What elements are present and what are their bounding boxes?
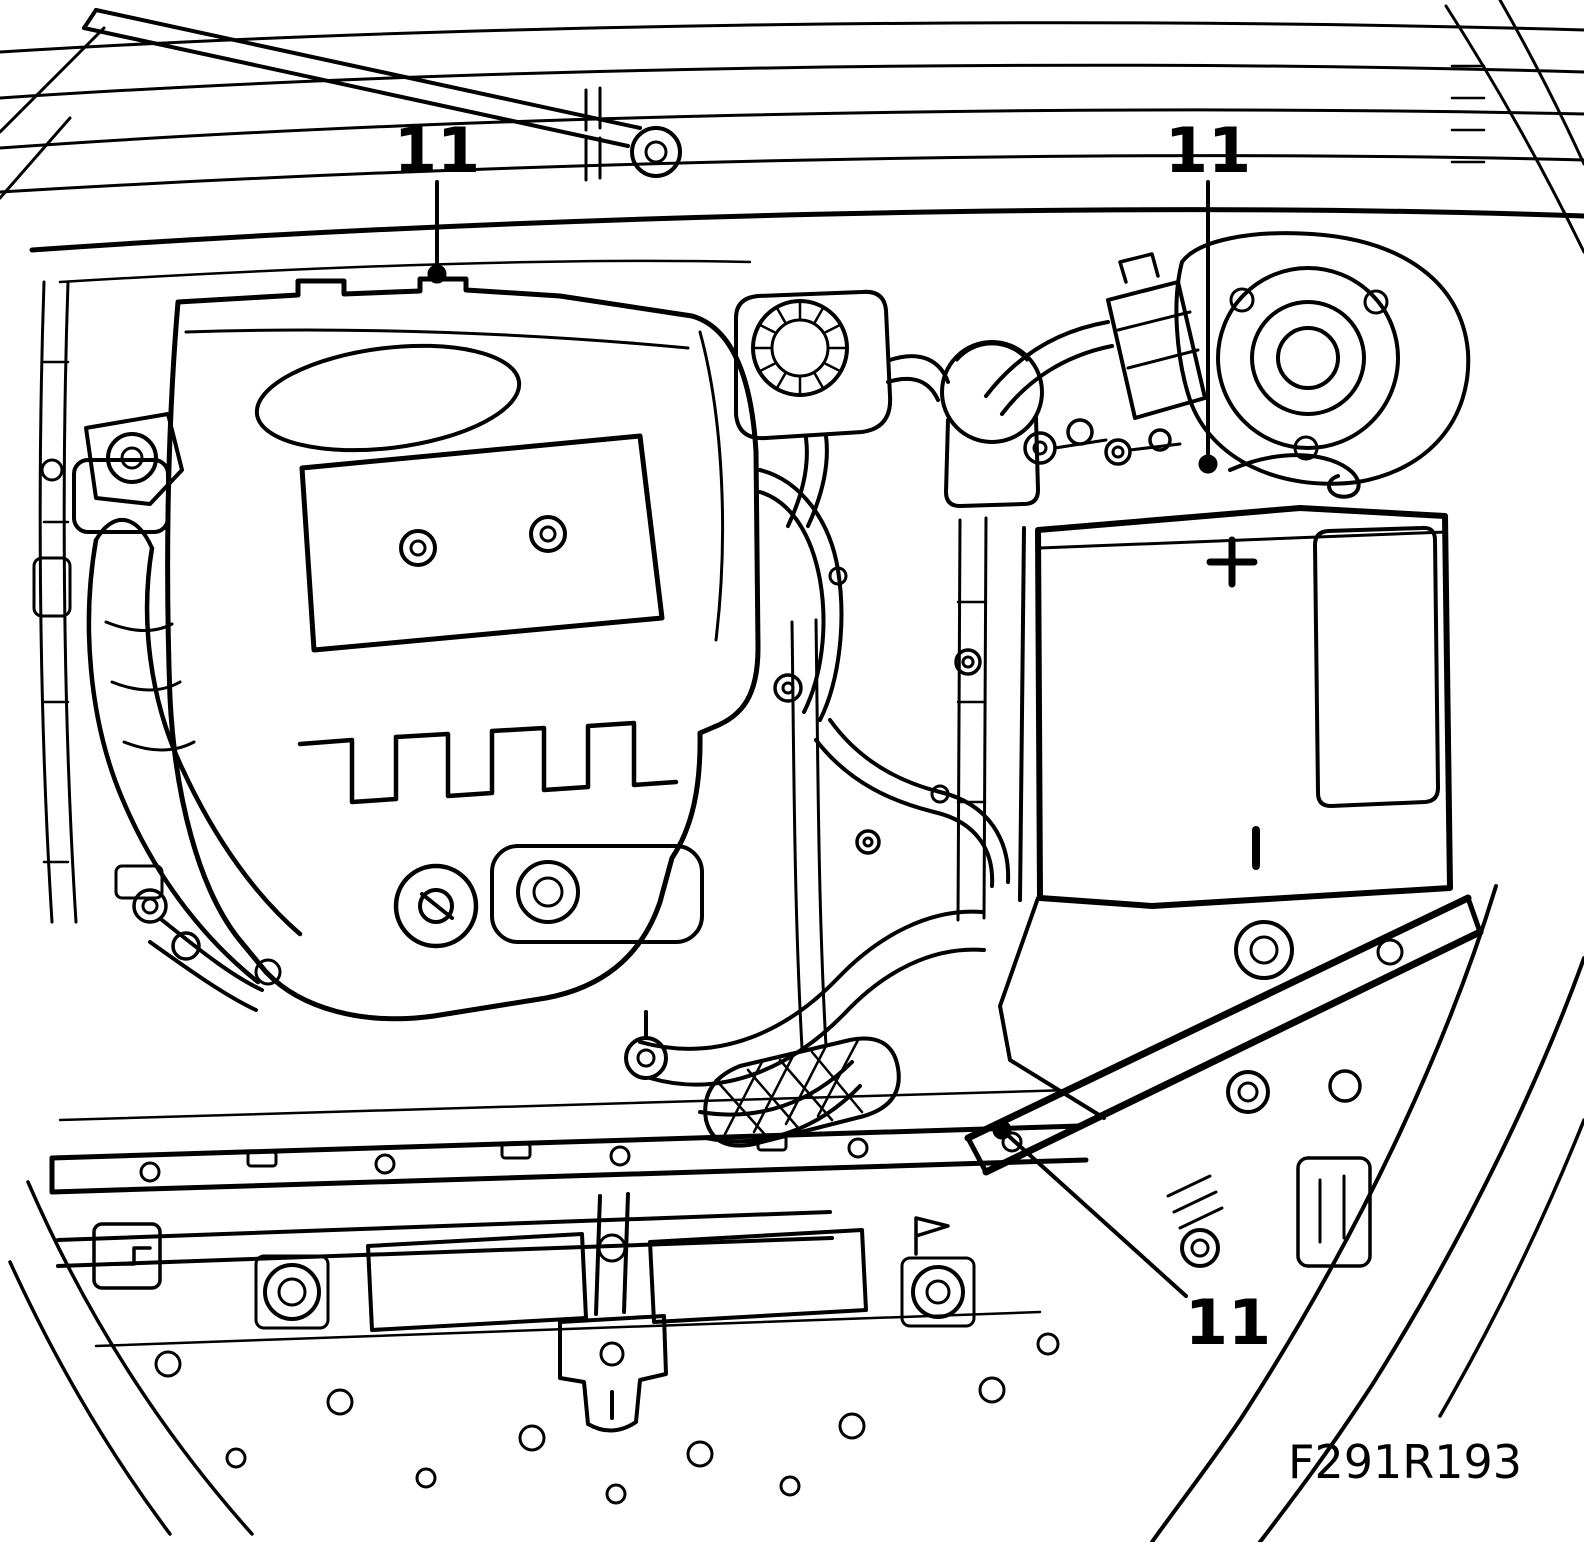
figure-reference: F291R193 <box>1288 1435 1522 1489</box>
callout-label-front-member: 11 <box>1185 1286 1271 1359</box>
engine-cover <box>165 276 761 1022</box>
cowl-and-wiper-linkage <box>0 0 1584 284</box>
hoses-and-bulkhead <box>624 354 1011 1148</box>
callout-leaders <box>427 180 1218 1298</box>
callout-dot-engine-cover <box>427 264 447 284</box>
front-crossmember <box>8 1088 1089 1536</box>
fuse-connector-block <box>984 252 1361 499</box>
coolant-reservoir <box>734 289 1044 528</box>
air-intake-duct <box>72 458 303 986</box>
right-fender-apron <box>1150 884 1584 1542</box>
battery-positive-terminal-mark <box>1206 536 1258 588</box>
battery <box>964 505 1484 1176</box>
callout-label-engine-cover: 11 <box>394 114 480 187</box>
strut-tower <box>1174 231 1471 486</box>
hood-latch <box>558 1314 668 1433</box>
callout-dot-front-member <box>992 1120 1012 1140</box>
left-body-edge <box>32 280 264 1012</box>
callout-dot-battery <box>1198 454 1218 474</box>
callout-label-battery: 11 <box>1165 114 1251 187</box>
